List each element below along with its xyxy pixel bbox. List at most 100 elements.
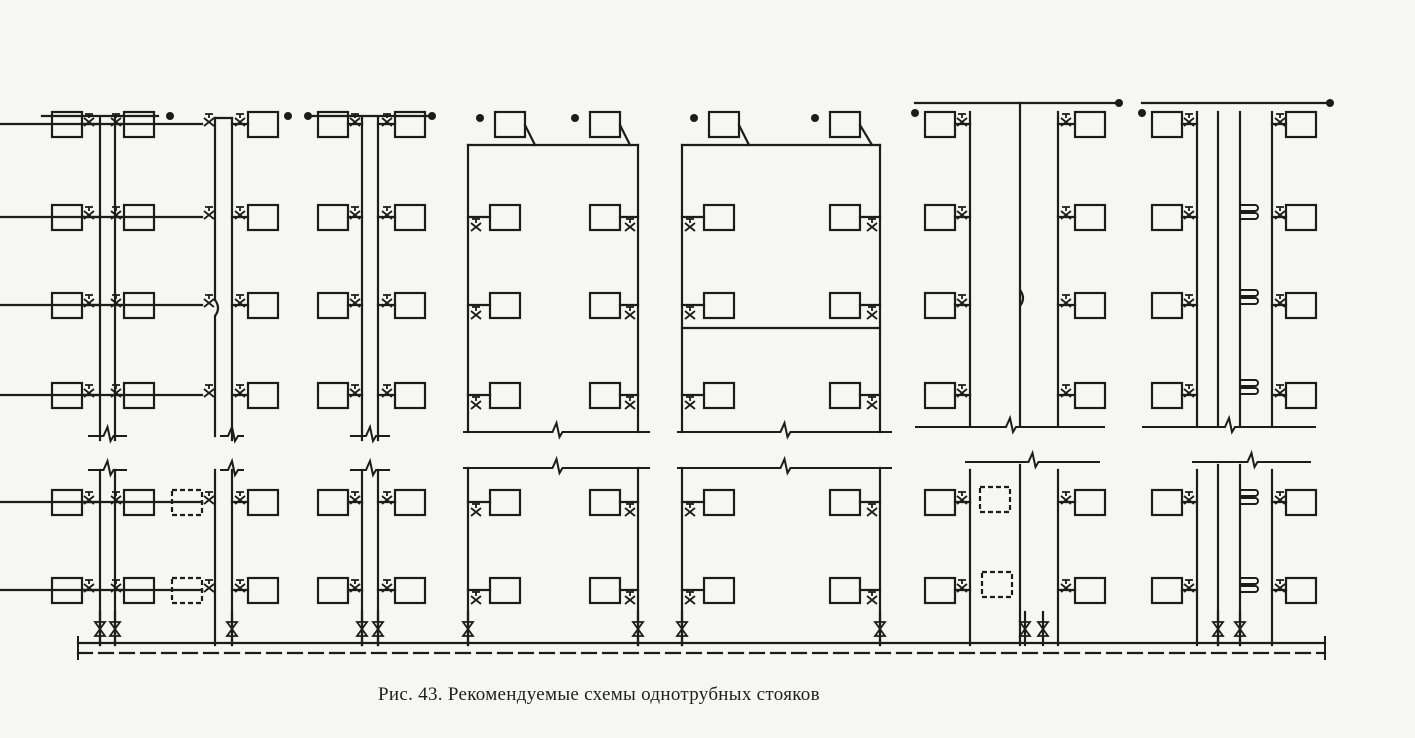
gate-valve-icon — [1233, 621, 1247, 637]
valve-icon — [1060, 579, 1072, 593]
scheme-1 — [40, 110, 174, 647]
radiator — [707, 110, 741, 139]
radiator — [393, 488, 427, 517]
valve-icon — [234, 384, 246, 398]
valve-icon — [956, 113, 968, 127]
radiator — [488, 576, 522, 605]
expansion-bend — [214, 299, 220, 317]
air-vent-icon — [811, 114, 819, 122]
break-mark — [88, 423, 127, 444]
radiator — [1284, 291, 1318, 320]
gate-valve-icon — [1018, 621, 1032, 637]
valve-icon — [1060, 384, 1072, 398]
valve-icon — [1274, 579, 1286, 593]
break-mark — [220, 457, 244, 478]
radiator — [393, 576, 427, 605]
break-mark — [88, 457, 127, 478]
radiator — [1073, 203, 1107, 232]
gate-valve-icon — [873, 621, 887, 637]
radiator — [488, 381, 522, 410]
radiator — [923, 488, 957, 517]
valve-icon — [866, 396, 878, 410]
valve-icon — [110, 113, 122, 127]
valve-icon — [381, 579, 393, 593]
air-vent-icon — [1115, 99, 1123, 107]
valve-icon — [349, 579, 361, 593]
valve-icon — [349, 206, 361, 220]
valve-icon — [203, 579, 215, 593]
valve-icon — [83, 206, 95, 220]
radiator — [923, 110, 957, 139]
valve-icon — [684, 306, 696, 320]
radiator — [702, 381, 736, 410]
valve-icon — [470, 218, 482, 232]
valve-icon — [866, 503, 878, 517]
radiator — [1150, 488, 1184, 517]
valve-icon — [203, 113, 215, 127]
radiator — [488, 291, 522, 320]
air-vent-icon — [1326, 99, 1334, 107]
radiator — [1284, 576, 1318, 605]
valve-icon — [956, 206, 968, 220]
scheme-7 — [1138, 99, 1334, 647]
pipe — [523, 123, 537, 147]
valve-icon — [381, 294, 393, 308]
radiator — [828, 488, 862, 517]
valve-icon — [234, 294, 246, 308]
gate-valve-icon — [225, 621, 239, 637]
valve-icon — [381, 113, 393, 127]
valve-icon — [956, 491, 968, 505]
air-vent-icon — [304, 112, 312, 120]
scheme-3 — [304, 110, 436, 647]
gate-valve-icon — [631, 621, 645, 637]
pipe — [858, 123, 874, 147]
valve-icon — [83, 491, 95, 505]
air-vent-icon — [911, 109, 919, 117]
valve-icon — [470, 591, 482, 605]
break-mark — [677, 455, 892, 476]
valve-icon — [1274, 294, 1286, 308]
valve-icon — [1183, 491, 1195, 505]
valve-icon — [624, 591, 636, 605]
valve-icon — [83, 294, 95, 308]
pipe — [618, 123, 632, 147]
radiator — [316, 381, 350, 410]
radiator — [1284, 110, 1318, 139]
air-vent-icon — [690, 114, 698, 122]
valve-icon — [349, 491, 361, 505]
valve-icon — [203, 491, 215, 505]
break-mark — [220, 423, 244, 444]
radiator — [588, 381, 622, 410]
radiator — [588, 110, 622, 139]
radiator — [316, 488, 350, 517]
radiator — [1073, 488, 1107, 517]
radiator — [978, 485, 1012, 514]
valve-icon — [234, 206, 246, 220]
valve-icon — [83, 579, 95, 593]
radiator — [588, 576, 622, 605]
air-vent-icon — [428, 112, 436, 120]
gate-valve-icon — [1036, 621, 1050, 637]
valve-icon — [349, 113, 361, 127]
radiator — [702, 203, 736, 232]
valve-icon — [1183, 113, 1195, 127]
valve-icon — [83, 384, 95, 398]
radiator — [488, 203, 522, 232]
radiator — [980, 570, 1014, 599]
valve-icon — [110, 206, 122, 220]
radiator — [588, 488, 622, 517]
radiator — [1073, 381, 1107, 410]
valve-icon — [624, 306, 636, 320]
valve-icon — [234, 113, 246, 127]
radiator — [393, 291, 427, 320]
radiator — [828, 110, 862, 139]
radiator — [702, 291, 736, 320]
valve-icon — [956, 384, 968, 398]
valve-icon — [1060, 206, 1072, 220]
radiator — [1150, 110, 1184, 139]
radiator — [702, 576, 736, 605]
valve-icon — [1183, 294, 1195, 308]
valve-icon — [349, 384, 361, 398]
gate-valve-icon — [461, 621, 475, 637]
